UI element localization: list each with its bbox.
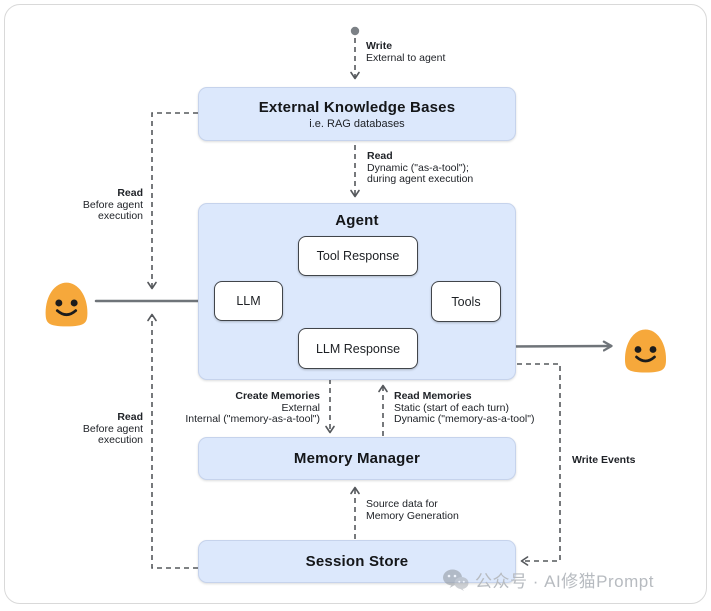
- label-write-external: Write External to agent: [366, 40, 446, 64]
- memory-manager-box: Memory Manager: [198, 437, 516, 480]
- user-blob-emoji-input: [45, 282, 88, 327]
- wechat-icon: [443, 569, 469, 591]
- external-knowledge-bases-title: External Knowledge Bases: [258, 98, 456, 116]
- llm-response-node: LLM Response: [298, 328, 418, 369]
- memory-manager-title: Memory Manager: [293, 450, 421, 467]
- llm-response-label: LLM Response: [315, 341, 401, 356]
- llm-node: LLM: [214, 281, 283, 321]
- user-blob-emoji-output: [625, 329, 666, 373]
- session-store-title: Session Store: [305, 553, 409, 570]
- external-write-origin-dot: [350, 26, 360, 36]
- external-knowledge-bases-box: External Knowledge Bases i.e. RAG databa…: [198, 87, 516, 141]
- session-store-box: Session Store: [198, 540, 516, 583]
- tool-response-node: Tool Response: [298, 236, 418, 276]
- dash-write-events: [517, 363, 561, 566]
- label-read-dynamic: Read Dynamic ("as-a-tool"); during agent…: [367, 150, 474, 186]
- llm-label: LLM: [236, 294, 261, 308]
- tools-label: Tools: [451, 294, 481, 309]
- label-create-memories: Create Memories External Internal ("memo…: [185, 390, 320, 426]
- label-write-events: Write Events: [572, 454, 636, 466]
- tool-response-label: Tool Response: [316, 249, 400, 263]
- agent-title: Agent: [335, 212, 379, 229]
- watermark: 公众号 · AI修猫Prompt: [442, 567, 654, 592]
- tools-node: Tools: [431, 281, 501, 322]
- dash-session-read-before-execution: [147, 313, 198, 569]
- label-read-before-execution-bottom: Read Before agent execution: [82, 411, 143, 447]
- external-knowledge-bases-subtitle: i.e. RAG databases: [309, 117, 405, 130]
- label-read-memories: Read Memories Static (start of each turn…: [394, 390, 535, 426]
- label-source-data: Source data for Memory Generation: [366, 498, 459, 522]
- label-read-before-execution-top: Read Before agent execution: [82, 187, 143, 223]
- dash-ekb-read-before-execution: [147, 112, 198, 290]
- watermark-text: 公众号 · AI修猫Prompt: [475, 572, 654, 591]
